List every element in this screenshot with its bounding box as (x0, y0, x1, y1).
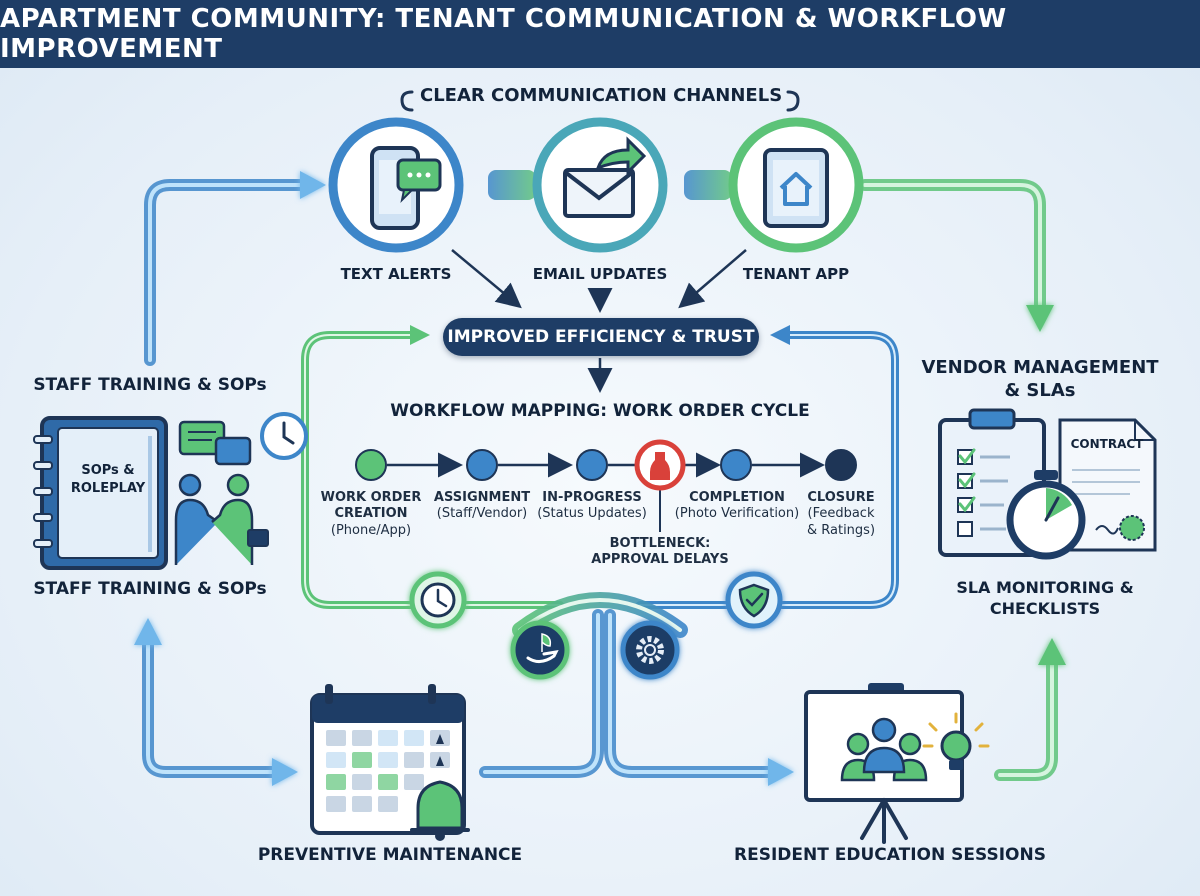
staff-handshake-icon (174, 420, 269, 565)
email-forward-icon (563, 136, 647, 218)
page-title: APARTMENT COMMUNITY: TENANT COMMUNICATIO… (0, 4, 1007, 64)
channel-label-email-updates: EMAIL UPDATES (532, 265, 668, 283)
channels-bracket (400, 90, 800, 112)
node-closure (825, 449, 857, 481)
lightbulb-icon (922, 712, 990, 770)
binder-label: SOPs & ROLEPLAY (70, 463, 146, 496)
node-work-order (355, 449, 387, 481)
step-completion: COMPLETION (Photo Verification) (674, 490, 800, 522)
title-bar: APARTMENT COMMUNITY: TENANT COMMUNICATIO… (0, 0, 1200, 68)
sop-binder-icon (33, 416, 168, 570)
pill-text: IMPROVED EFFICIENCY & TRUST (447, 327, 755, 347)
vendor-management-heading: VENDOR MANAGEMENT & SLAs (921, 357, 1159, 402)
workflow-heading: WORKFLOW MAPPING: WORK ORDER CYCLE (390, 401, 810, 421)
growth-hand-icon (510, 620, 570, 680)
bottleneck-label: BOTTLENECK: APPROVAL DELAYS (591, 536, 729, 568)
contract-label: CONTRACT (1070, 437, 1144, 451)
phone-chat-icon (370, 146, 442, 230)
stopwatch-icon (1006, 470, 1086, 560)
step-work-order: WORK ORDER CREATION (Phone/App) (320, 490, 422, 538)
node-assignment (466, 449, 498, 481)
sla-monitoring-caption: SLA MONITORING & CHECKLISTS (956, 578, 1134, 618)
outer-flow-pipes (142, 179, 1058, 781)
step-assignment: ASSIGNMENT (Staff/Vendor) (433, 490, 531, 522)
step-closure: CLOSURE (Feedback & Ratings) (806, 490, 876, 538)
channel-to-pill-arrows (451, 249, 747, 393)
clock-icon-left (260, 412, 308, 460)
workflow-nodes (355, 449, 857, 481)
resident-education-caption: RESIDENT EDUCATION SESSIONS (734, 845, 1046, 865)
gear-icon (620, 620, 680, 680)
efficiency-trust-pill: IMPROVED EFFICIENCY & TRUST (443, 318, 759, 356)
shield-check-icon (725, 571, 783, 629)
channel-links (488, 170, 732, 200)
staff-training-heading-top: STAFF TRAINING & SOPs (33, 375, 267, 395)
maintenance-calendar-icon (310, 684, 470, 841)
step-in-progress: IN-PROGRESS (Status Updates) (537, 490, 647, 522)
clock-icon (409, 571, 467, 629)
bottleneck-icon (634, 439, 686, 532)
staff-training-heading-bottom: STAFF TRAINING & SOPs (33, 579, 267, 599)
education-board-icon (804, 683, 964, 844)
pipe-arrowheads (134, 171, 1066, 786)
node-completion (720, 449, 752, 481)
channels-heading: CLEAR COMMUNICATION CHANNELS (420, 85, 783, 106)
channel-label-text-alerts: TEXT ALERTS (340, 265, 452, 283)
inner-loop-frame (301, 325, 899, 638)
channel-label-tenant-app: TENANT APP (742, 265, 850, 283)
node-in-progress (576, 449, 608, 481)
tablet-home-icon (763, 148, 829, 228)
preventive-maintenance-caption: PREVENTIVE MAINTENANCE (257, 845, 523, 865)
